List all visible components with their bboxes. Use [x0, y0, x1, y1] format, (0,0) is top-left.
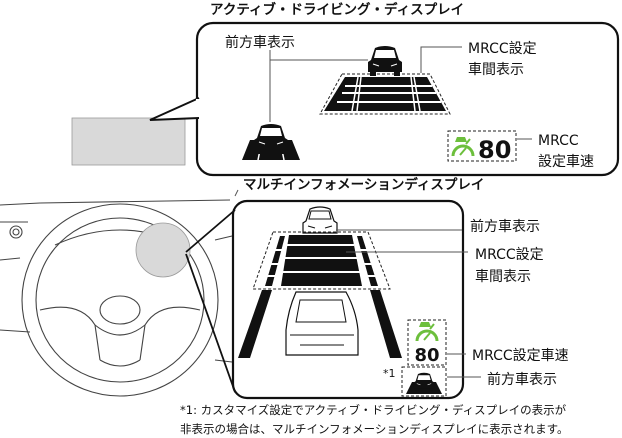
hud-speed-label-line2: 設定車速: [538, 153, 594, 170]
footnote-line2: 非表示の場合は、マルチインフォメーションディスプレイに表示されます。: [180, 422, 568, 436]
mid-set-speed-value: 80: [414, 345, 439, 366]
mid-front-vehicle-small-box: [401, 366, 447, 397]
mid-front-vehicle-label-2: 前方車表示: [487, 371, 557, 388]
mid-distance-bars: [252, 231, 391, 290]
steering-wheel-icon: [21, 203, 219, 397]
multi-info-display-location: [135, 222, 191, 278]
footnote-line1: *1: カスタマイズ設定でアクティブ・ドライビング・ディスプレイの表示が: [180, 403, 567, 417]
mid-distance-label-line1: MRCC設定: [475, 247, 544, 263]
hud-speed-label-line1: MRCC: [538, 133, 579, 149]
mid-set-speed-box: [407, 319, 447, 366]
hud-title: アクティブ・ドライビング・ディスプレイ: [210, 1, 464, 18]
own-vehicle-icon: [285, 291, 359, 356]
mid-title: マルチインフォメーションディスプレイ: [243, 176, 484, 193]
mid-distance-label-line2: 車間表示: [475, 268, 531, 285]
hud-location: [71, 117, 186, 166]
mid-callout-pointer: [185, 209, 236, 393]
hud-distance-bars: [319, 73, 451, 115]
hud-distance-label-line1: MRCC設定: [468, 41, 537, 57]
hud-front-vehicle-label: 前方車表示: [225, 34, 295, 51]
dashboard-illustration: [0, 199, 233, 397]
footnote-marker: *1: [383, 367, 396, 380]
hud-callout-pointer: [149, 97, 200, 121]
hud-set-speed-box: [447, 130, 517, 162]
mid-front-vehicle-label: 前方車表示: [470, 218, 540, 235]
hud-front-vehicle-small: [242, 123, 300, 161]
hud-set-speed-value: 80: [478, 136, 511, 164]
mid-front-vehicle-small: [406, 372, 442, 394]
mid-speed-label: MRCC設定車速: [472, 347, 569, 364]
hud-distance-label-line2: 車間表示: [468, 61, 524, 78]
